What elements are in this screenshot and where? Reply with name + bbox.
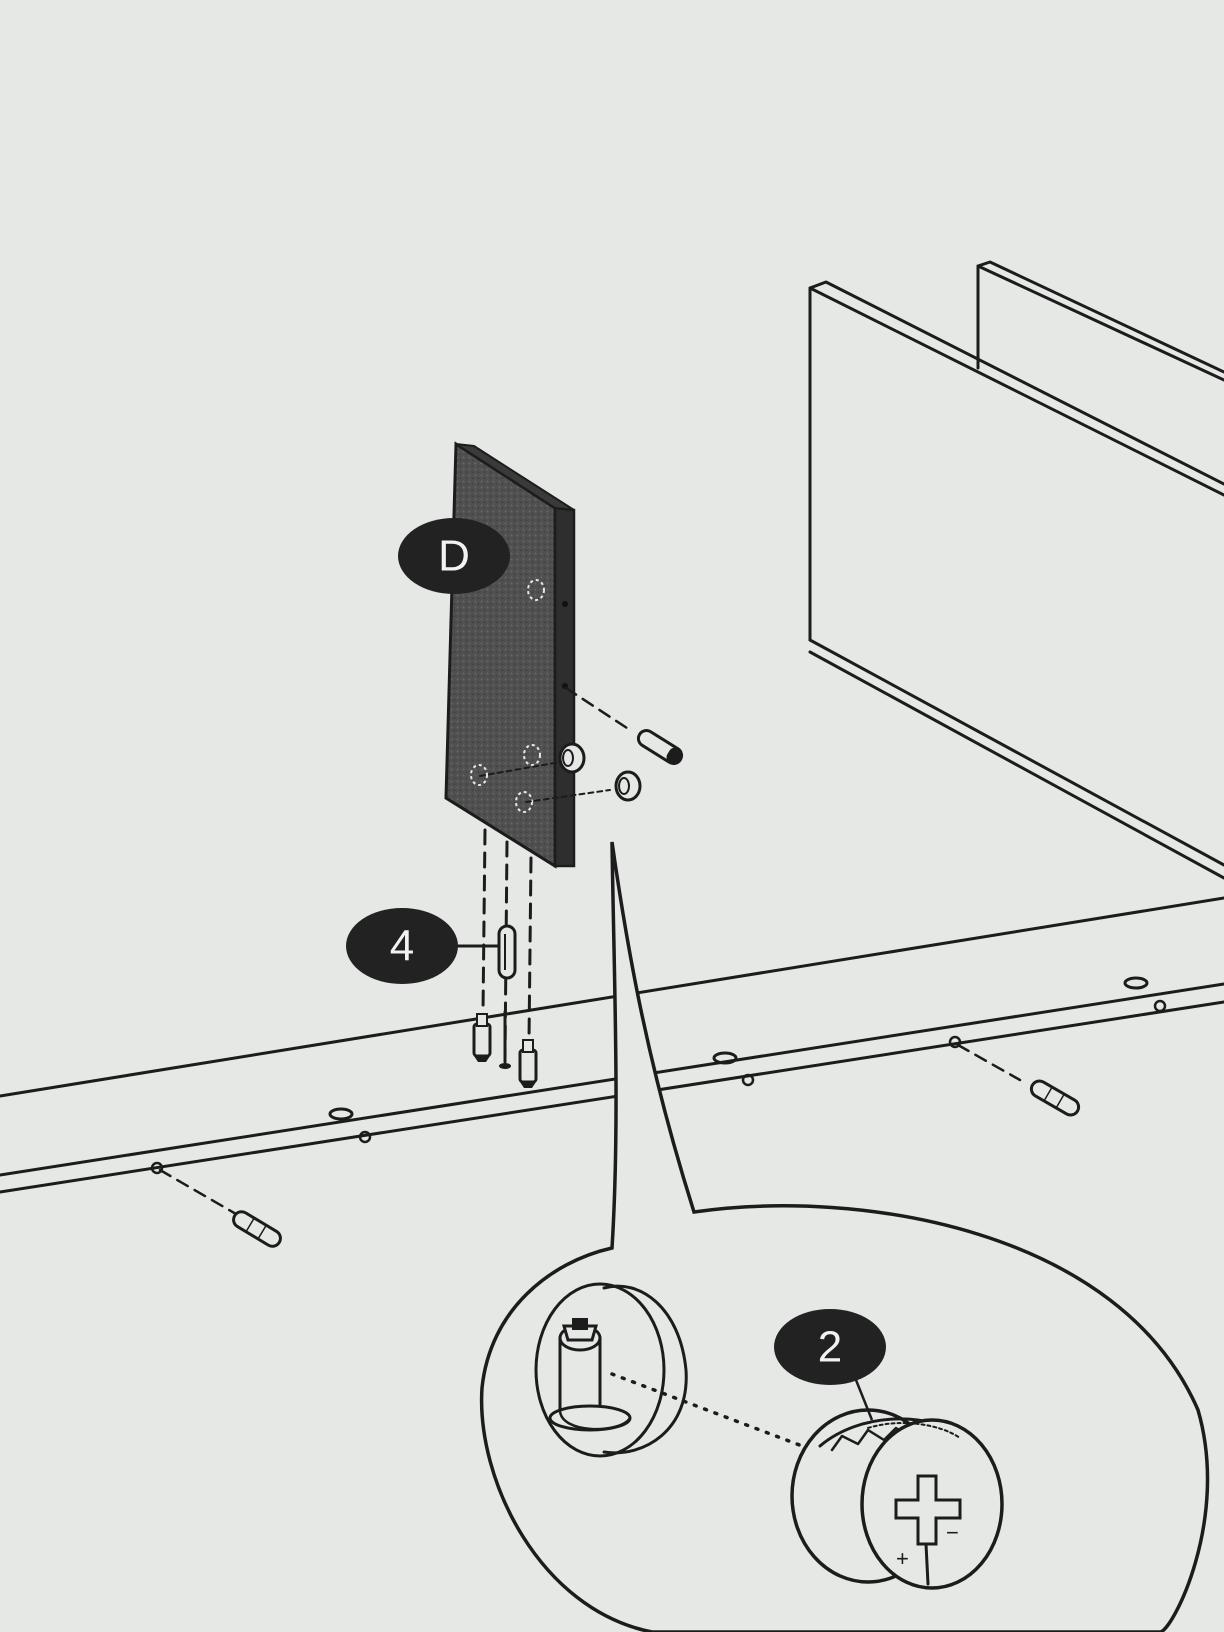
callout-4-label: 4	[390, 922, 414, 971]
screw-head-cross-icon: + −	[894, 1474, 962, 1586]
callout-d-label: D	[438, 532, 470, 581]
screw-icon	[499, 1010, 511, 1069]
panel-d	[444, 441, 684, 869]
bottom-board	[0, 896, 1224, 1194]
vertical-fasteners	[472, 828, 538, 1088]
callout-d: D	[398, 518, 510, 594]
callout-2-label: 2	[818, 1323, 842, 1372]
cam-lock-large-icon: + −	[790, 1408, 1004, 1590]
rear-panel-back	[976, 260, 1224, 382]
rear-panels	[808, 260, 1224, 880]
dowel-icon	[1029, 1079, 1081, 1117]
cam-bolt-icon	[518, 1039, 538, 1088]
detail-bubble: + − 2	[479, 841, 1210, 1632]
cam-lock-small-icon	[614, 770, 642, 802]
cam-lock-detail-icon	[534, 1282, 688, 1458]
panel-holes	[470, 579, 568, 813]
minus-sign: −	[946, 1520, 959, 1545]
dowel-icon	[232, 1210, 282, 1248]
cam-lock-small-icon	[558, 742, 586, 774]
callout-2: 2	[774, 1309, 886, 1421]
plus-sign: +	[896, 1546, 909, 1571]
side-dowels	[158, 1043, 1081, 1248]
dowel-icon	[497, 924, 517, 980]
board-holes	[150, 976, 1167, 1175]
cam-bolt-icon	[472, 1013, 492, 1062]
rear-panel-front	[808, 280, 1224, 880]
cam-bolt-icon	[636, 729, 684, 765]
callout-4: 4	[346, 908, 498, 984]
